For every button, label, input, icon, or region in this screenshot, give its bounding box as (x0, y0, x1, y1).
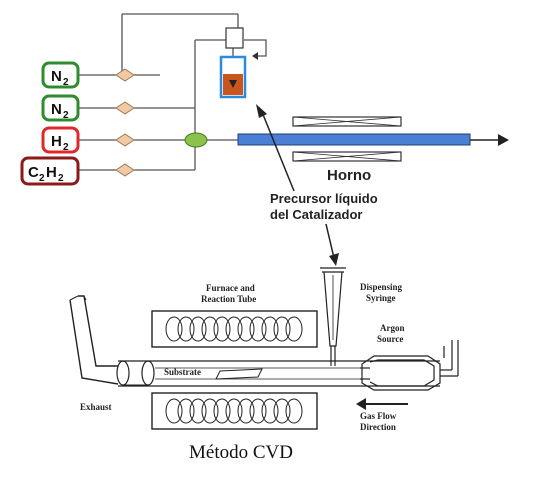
furnace-coil-bottom (151, 392, 318, 430)
gas-subscript: 2 (58, 173, 64, 184)
gas-subscript: 2 (63, 110, 69, 121)
substrate-plate (215, 368, 263, 380)
argon-label-line2: Source (377, 334, 403, 344)
gas-flow-arrow-icon (356, 398, 366, 410)
gasflow-label-line2: Direction (360, 422, 396, 432)
gas-symbol: N (51, 68, 62, 85)
furnace-coil-top (151, 310, 318, 348)
gas-box-n2-1: N 2 (41, 61, 80, 89)
gasflow-label-line1: Gas Flow (360, 411, 397, 421)
gas-symbol: N (51, 101, 62, 118)
precursor-arrow-icon (256, 104, 267, 118)
valve-icon (115, 68, 135, 82)
substrate-label: Substrate (164, 367, 201, 377)
mixer-icon (184, 132, 208, 148)
bottom-diagram (69, 267, 459, 430)
gas-subscript: 2 (63, 142, 69, 153)
control-box (225, 27, 244, 49)
argon-source (360, 340, 459, 391)
furnace-label-line1: Furnace and (206, 283, 255, 293)
gas-box-c2h2: C 2 H 2 (20, 156, 80, 186)
valves (115, 68, 135, 177)
valve-icon (115, 101, 135, 115)
furnace-label-line2: Reaction Tube (201, 294, 256, 304)
gas-box-n2-2: N 2 (41, 94, 80, 122)
syringe-label-line1: Dispensing (360, 282, 403, 292)
gas-subscript: 2 (39, 173, 45, 184)
valve-icon (115, 163, 135, 177)
furnace-top (292, 116, 402, 127)
feedback-arrow-icon (252, 52, 258, 60)
argon-label-line1: Argon (380, 323, 405, 333)
furnace-label: Horno (327, 167, 371, 184)
dip-arrow-icon (229, 80, 237, 88)
gas-symbol: H (46, 164, 57, 181)
gas-symbol: H (51, 133, 62, 150)
syringe-label-line2: Syringe (366, 293, 396, 303)
top-diagram: N 2 N 2 H 2 C 2 H 2 (20, 13, 509, 266)
gas-lines (78, 13, 267, 171)
bottom-labels: Furnace and Reaction Tube Dispensing Syr… (80, 282, 405, 432)
precursor-label-line2: del Catalizador (270, 207, 362, 222)
precursor-label-line1: Precursor líquido (270, 191, 378, 206)
outlet-arrow-icon (498, 134, 509, 146)
gas-box-h2: H 2 (41, 126, 80, 154)
figure-caption: Método CVD (189, 442, 293, 463)
down-arrow-icon (329, 253, 339, 266)
exhaust-pipe (78, 295, 118, 367)
exhaust-label: Exhaust (80, 402, 112, 412)
valve-icon (115, 133, 135, 147)
furnace-bottom (292, 151, 402, 162)
dispensing-syringe (320, 267, 346, 366)
gas-subscript: 2 (63, 77, 69, 88)
gas-symbol: C (28, 164, 39, 181)
